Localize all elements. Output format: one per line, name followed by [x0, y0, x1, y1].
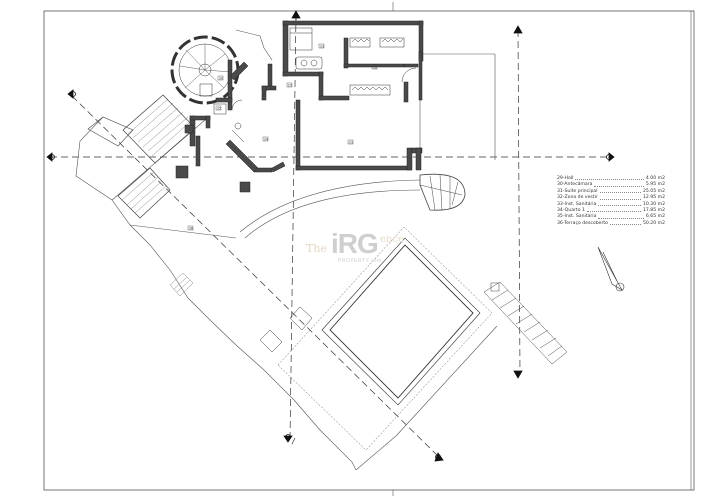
room-tag: 34	[262, 136, 269, 141]
legend-row: 33-Inst. Sanitária 10.30 m2	[557, 202, 665, 208]
legend-room-name: 34-Quarto 1	[557, 207, 585, 213]
legend-room-name: 31-Suite principal	[557, 188, 598, 194]
svg-text:31: 31	[349, 140, 353, 144]
legend-leader-dots	[599, 189, 641, 194]
sheet-frame	[43, 2, 695, 496]
site-outline	[75, 29, 498, 471]
legend-room-name: 35-Inst. Sanitária	[557, 214, 597, 220]
diagonal-stair	[483, 281, 568, 365]
legend-room-area: 6.65 m2	[645, 214, 665, 220]
svg-text:36: 36	[189, 226, 193, 230]
north-arrow	[597, 246, 625, 292]
legend-leader-dots	[598, 202, 641, 206]
legend-row: 36-Terraço descoberto 50.20 m2	[557, 221, 665, 227]
svg-text:34: 34	[264, 137, 269, 141]
legend-row: 34-Quarto 1 17.85 m2	[557, 208, 665, 214]
svg-text:29: 29	[288, 83, 292, 87]
legend-leader-dots	[594, 182, 644, 187]
legend-row: 32-Zona de vestir 12.95 m2	[557, 195, 665, 201]
legend-room-name: 29-Hall	[557, 176, 574, 181]
legend-room-name: 32-Zona de vestir	[557, 195, 598, 201]
room-tag: 33	[318, 43, 325, 48]
section-lines	[50, 13, 612, 459]
room-tag: 36	[187, 225, 194, 230]
legend-room-area: 50.20 m2	[642, 220, 665, 226]
legend-row: 35-Inst. Sanitária 6.65 m2	[557, 214, 665, 220]
legend-row: 31-Suite principal 25.05 m2	[557, 189, 665, 195]
legend-leader-dots	[575, 176, 644, 181]
svg-text:30: 30	[219, 76, 223, 80]
legend-room-name: 36-Terraço descoberto	[557, 220, 608, 226]
exterior-stair	[419, 173, 466, 211]
walls	[175, 20, 424, 193]
legend-leader-dots	[609, 221, 641, 226]
swimming-pool	[259, 226, 493, 451]
room-tag: 30	[217, 75, 224, 80]
svg-text:33: 33	[320, 44, 324, 48]
room-tags: 29 30 31 32 33 34 35 36	[187, 43, 378, 230]
legend-room-area: 12.95 m2	[642, 195, 665, 201]
room-tag: 31	[347, 139, 354, 144]
svg-text:35: 35	[217, 106, 221, 110]
legend-room-name: 33-Inst. Sanitária	[557, 201, 597, 207]
room-tag: 29	[286, 82, 293, 87]
svg-text:32: 32	[373, 65, 377, 69]
legend-room-area: 17.85 m2	[642, 207, 665, 213]
legend-room-area: 4.00 m2	[645, 176, 665, 181]
legend-row: 29-Hall 4.00 m2	[557, 176, 665, 182]
legend-row: 30-Antecâmara 5.95 m2	[557, 182, 665, 188]
room-tag: 35	[215, 105, 222, 110]
legend-leader-dots	[599, 195, 641, 200]
legend-room-area: 5.95 m2	[645, 182, 665, 188]
legend-room-name: 30-Antecâmara	[557, 182, 593, 188]
section-markers	[46, 10, 615, 462]
legend-leader-dots	[598, 214, 644, 219]
room-tag: 32	[371, 64, 378, 69]
legend-room-area: 25.05 m2	[642, 188, 665, 194]
left-stair-hatch	[87, 94, 196, 297]
legend-room-area: 10.30 m2	[642, 201, 665, 207]
legend-leader-dots	[586, 208, 641, 213]
fixtures	[199, 27, 417, 143]
